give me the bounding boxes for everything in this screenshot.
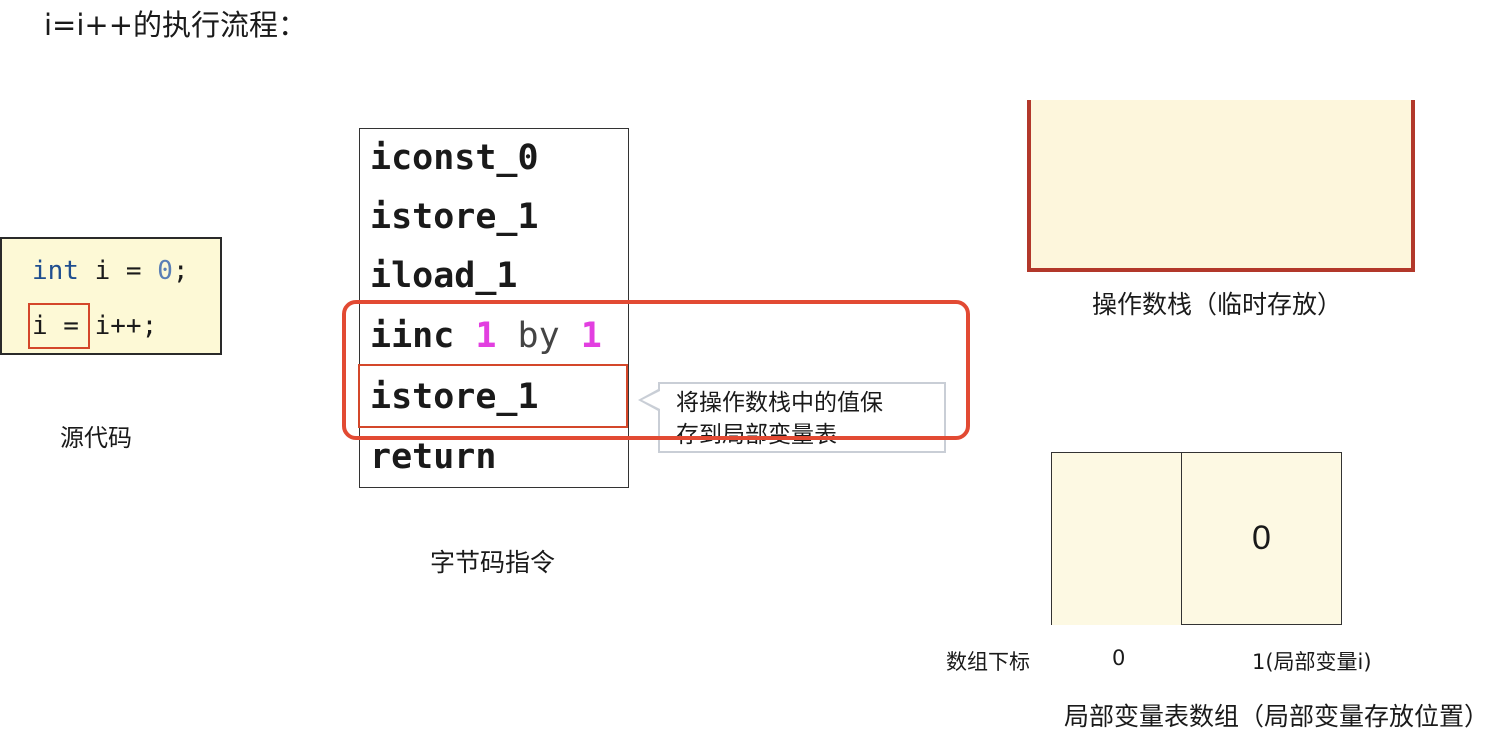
callout-text-line2: 存到局部变量表 bbox=[676, 422, 837, 448]
bytecode-line: istore_1 bbox=[370, 197, 539, 237]
bytecode-line: return bbox=[370, 437, 497, 477]
operand-stack bbox=[1027, 100, 1415, 272]
index-0: 0 bbox=[1112, 646, 1126, 670]
bytecode-caption: 字节码指令 bbox=[430, 548, 556, 577]
source-code-box bbox=[0, 237, 222, 355]
code-line-1: int i = 0; bbox=[32, 256, 189, 286]
code-number: 0 bbox=[157, 256, 173, 286]
iinc-index: 1 bbox=[475, 316, 497, 356]
page-title: i=i++的执行流程： bbox=[44, 8, 308, 42]
code-increment: i++; bbox=[94, 311, 158, 341]
bytecode-line: iload_1 bbox=[370, 256, 518, 296]
operand-stack-caption: 操作数栈（临时存放） bbox=[1092, 290, 1343, 319]
callout-pointer-fill bbox=[642, 391, 660, 409]
local-variable-table: 0 bbox=[1051, 452, 1342, 625]
callout-text-line1: 将操作数栈中的值保 bbox=[676, 390, 883, 416]
bytecode-line-iinc: iinc 1 by 1 bbox=[370, 316, 602, 356]
code-semicolon: ; bbox=[172, 256, 189, 286]
local-slot-1: 0 bbox=[1182, 452, 1342, 625]
source-caption: 源代码 bbox=[60, 424, 132, 452]
code-text: i = bbox=[78, 256, 158, 286]
bytecode-box bbox=[359, 128, 629, 488]
callout-note: 将操作数栈中的值保 存到局部变量表 bbox=[658, 382, 946, 453]
step-highlight-box bbox=[342, 300, 970, 440]
local-variable-table-caption: 局部变量表数组（局部变量存放位置） bbox=[1064, 702, 1490, 731]
iinc-op: iinc bbox=[370, 316, 455, 356]
index-1: 1(局部变量i) bbox=[1252, 650, 1372, 674]
bytecode-line: istore_1 bbox=[370, 377, 539, 417]
iinc-by: by bbox=[517, 316, 560, 356]
istore-highlight-box bbox=[358, 364, 628, 428]
keyword-int: int bbox=[32, 256, 79, 286]
assignment-highlight-box bbox=[28, 303, 90, 349]
code-line-2: i = i++; bbox=[32, 311, 157, 341]
local-slot-0 bbox=[1051, 452, 1182, 625]
index-label: 数组下标 bbox=[946, 650, 1030, 674]
bytecode-line: iconst_0 bbox=[370, 138, 539, 178]
code-assign: i = bbox=[32, 311, 95, 341]
iinc-amount: 1 bbox=[580, 316, 602, 356]
